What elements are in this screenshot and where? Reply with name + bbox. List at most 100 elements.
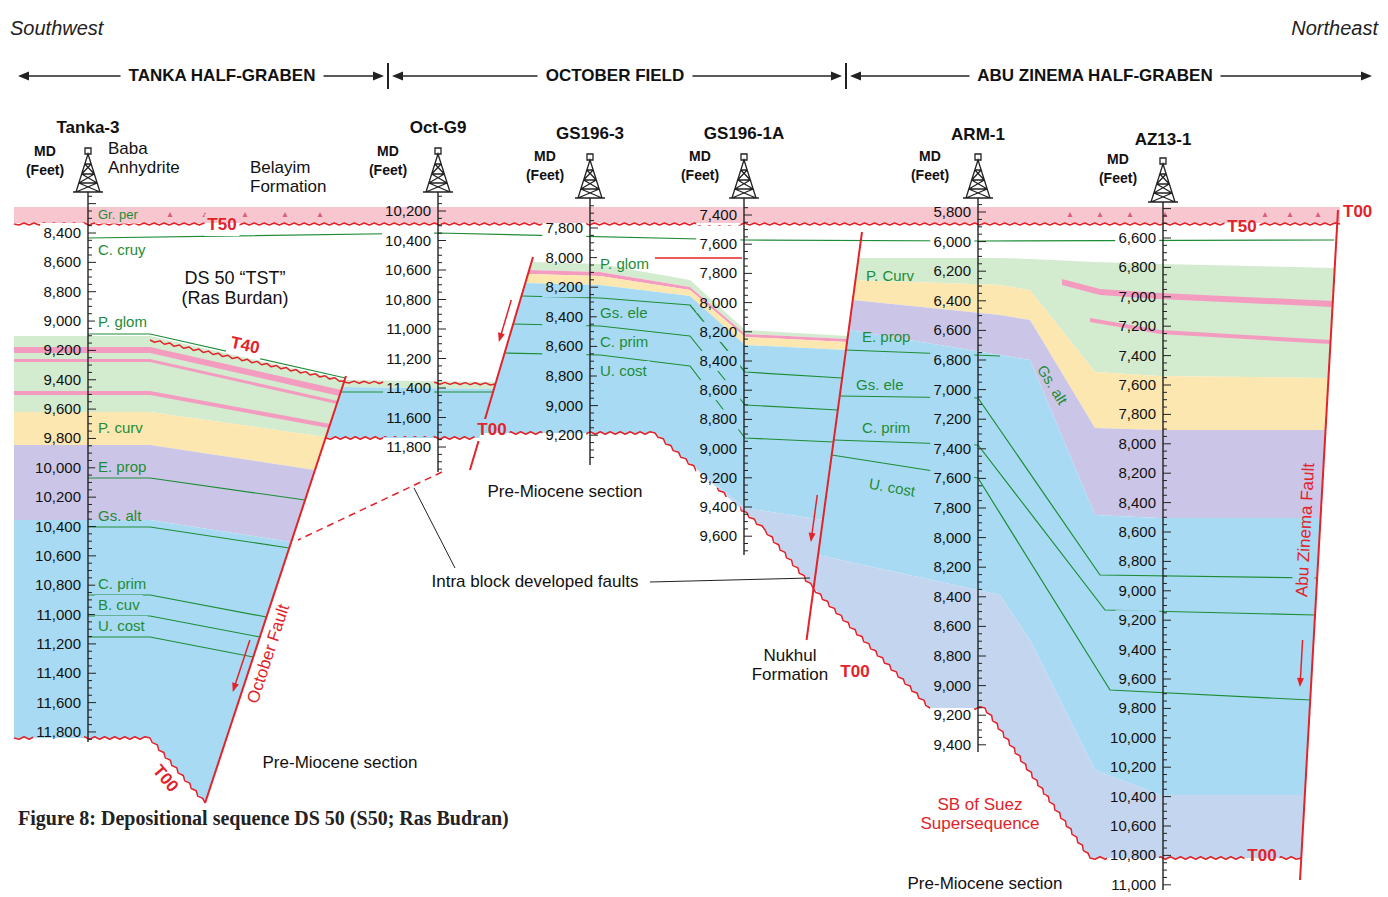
well-name: GS196-1A bbox=[704, 125, 784, 144]
annotation-box: Baba Anhydrite bbox=[108, 140, 193, 177]
fault-label: Abu Zinema Fault bbox=[1293, 463, 1319, 598]
biozone-marker: E. prop bbox=[862, 329, 910, 346]
derrick-symbol bbox=[73, 148, 103, 192]
annotation-box: Pre-Miocene section bbox=[488, 483, 643, 502]
horizon-label-box: T00 bbox=[1343, 203, 1372, 222]
depth-value: 9,400 bbox=[1118, 641, 1156, 658]
horizon-line bbox=[14, 737, 205, 803]
horizon-label-box: T40 bbox=[229, 334, 262, 358]
arrow-head bbox=[1361, 72, 1372, 81]
depth-value-box: 6,400 bbox=[933, 293, 971, 310]
depth-value-box: 7,000 bbox=[1118, 289, 1156, 306]
anhydrite-layer bbox=[1090, 318, 1331, 344]
depth-value-box: 7,600 bbox=[933, 470, 971, 487]
depth-unit-box: (Feet) bbox=[526, 168, 564, 183]
depth-unit: (Feet) bbox=[526, 168, 564, 183]
anhydrite-symbol bbox=[1263, 212, 1268, 217]
depth-value-box: 10,200 bbox=[35, 489, 81, 506]
depth-value: 9,200 bbox=[1118, 612, 1156, 629]
horizon-label-box: T00 bbox=[840, 663, 869, 682]
horizon-label-box: T00 bbox=[148, 762, 181, 796]
depth-ticks bbox=[88, 196, 96, 739]
depth-value: 7,600 bbox=[1118, 377, 1156, 394]
depth-value: 10,600 bbox=[1110, 818, 1156, 835]
depth-value: 8,400 bbox=[933, 589, 971, 606]
depth-value: 6,600 bbox=[933, 322, 971, 339]
marker-line bbox=[88, 478, 305, 500]
depth-value: 6,400 bbox=[933, 293, 971, 310]
annotation: Pre-Miocene section bbox=[908, 875, 1063, 894]
depth-value-box: 8,200 bbox=[1118, 465, 1156, 482]
marker-line bbox=[88, 637, 253, 657]
biozone-marker-box: P. curv bbox=[98, 420, 143, 437]
depth-value: 9,200 bbox=[545, 427, 583, 444]
depth-value: 5,800 bbox=[933, 204, 971, 221]
biozone-marker: B. cuv bbox=[98, 597, 140, 614]
depth-value: 11,000 bbox=[36, 606, 81, 623]
depth-value: 9,000 bbox=[43, 313, 81, 330]
fault-label-box: SB of Suez Supersequence bbox=[918, 796, 1043, 833]
depth-value: 9,400 bbox=[933, 737, 971, 754]
depth-unit-box: (Feet) bbox=[26, 163, 64, 178]
marker-line bbox=[846, 350, 1000, 356]
figure-caption-box: Figure 8: Depositional sequence DS 50 (S… bbox=[18, 807, 509, 829]
depth-value-box: 6,800 bbox=[933, 352, 971, 369]
annotation: Intra block developed faults bbox=[432, 573, 639, 592]
depth-value-box: 10,000 bbox=[1110, 730, 1156, 747]
depth-value: 10,200 bbox=[35, 489, 81, 506]
biozone-marker-box: P. Curv bbox=[866, 268, 914, 285]
depth-value: 9,200 bbox=[43, 342, 81, 359]
well-name: AZ13-1 bbox=[1135, 131, 1192, 150]
annotation: Nukhul Formation bbox=[750, 647, 830, 684]
depth-value: 10,800 bbox=[385, 291, 431, 308]
depth-value-box: 8,200 bbox=[933, 559, 971, 576]
marker-line bbox=[840, 396, 1317, 578]
well-name-box: Oct-G9 bbox=[410, 119, 467, 138]
depth-value: 9,600 bbox=[699, 528, 737, 545]
marker-line bbox=[88, 616, 260, 637]
depth-unit: (Feet) bbox=[1099, 171, 1137, 186]
depth-value-box: 8,800 bbox=[699, 411, 737, 428]
depth-value-box: 9,000 bbox=[1118, 583, 1156, 600]
fault-arrow-head bbox=[498, 332, 505, 342]
biozone-marker: C. prim bbox=[862, 420, 910, 437]
fault-label: October Fault bbox=[244, 602, 294, 706]
region-label-box: OCTOBER FIELD bbox=[546, 67, 685, 86]
biozone-marker: Gs. ele bbox=[600, 305, 648, 322]
depth-value-box: 8,400 bbox=[43, 225, 81, 242]
biozone-marker: P. curv bbox=[98, 420, 143, 437]
horizon-label: T00 bbox=[840, 663, 869, 682]
derrick-symbol bbox=[575, 154, 605, 198]
biozone-marker-box: C. prim bbox=[98, 576, 146, 593]
horizon-label: T00 bbox=[1247, 847, 1276, 866]
sequence-label: DS 50 “TST” (Ras Burdan) bbox=[170, 269, 300, 309]
depth-value-box: 7,200 bbox=[933, 411, 971, 428]
depth-value: 11,200 bbox=[36, 636, 81, 653]
fault-line bbox=[470, 257, 533, 470]
well-name-box: GS196-1A bbox=[704, 125, 784, 144]
derrick-symbol bbox=[963, 154, 993, 198]
depth-value: 10,000 bbox=[1110, 730, 1156, 747]
biozone-marker: C. cruy bbox=[98, 242, 146, 259]
biozone-marker: Gs. alt bbox=[1034, 362, 1071, 408]
well-name-box: ARM-1 bbox=[951, 126, 1005, 145]
depth-value-box: 7,200 bbox=[1118, 318, 1156, 335]
depth-value-box: 9,400 bbox=[1118, 641, 1156, 658]
marker-line bbox=[832, 455, 1311, 700]
horizon-label-box: T00 bbox=[1247, 847, 1276, 866]
fault-line bbox=[298, 472, 442, 540]
biozone-marker-box: Gs. alt bbox=[1034, 362, 1071, 408]
depth-value: 8,800 bbox=[699, 411, 737, 428]
figure-caption: Figure 8: Depositional sequence DS 50 (S… bbox=[18, 807, 509, 829]
anhydrite-symbol bbox=[243, 212, 248, 217]
depth-value: 8,400 bbox=[1118, 494, 1156, 511]
fault-arrow-head bbox=[232, 682, 239, 692]
depth-value-box: 6,600 bbox=[933, 322, 971, 339]
depth-unit: MD bbox=[377, 144, 399, 159]
depth-value-box: 8,600 bbox=[545, 338, 583, 355]
marker-line bbox=[88, 527, 289, 548]
anhydrite-symbol bbox=[283, 212, 288, 217]
annotation-box: Pre-Miocene section bbox=[263, 754, 418, 773]
depth-value: 7,400 bbox=[933, 441, 971, 458]
depth-value-box: 10,200 bbox=[385, 203, 431, 220]
